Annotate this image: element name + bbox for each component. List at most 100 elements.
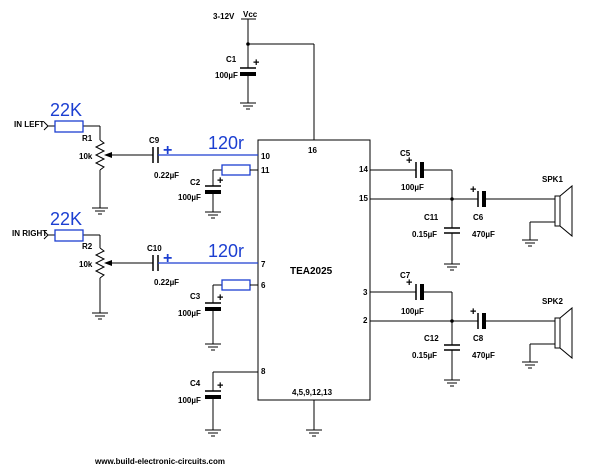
c10-value: 0.22µF <box>154 278 179 287</box>
ic-pin-7: 7 <box>261 260 266 269</box>
svg-text:+: + <box>217 380 223 392</box>
c1-value: 100µF <box>215 71 238 80</box>
r1-value: 10k <box>79 152 93 161</box>
capacitor-c6: + <box>470 184 486 207</box>
output-channel-2: + C7 100µF C12 0.15µF + C8 470µF <box>370 271 573 387</box>
svg-text:+: + <box>470 306 476 318</box>
svg-text:+: + <box>406 155 412 167</box>
c2-name: C2 <box>190 178 201 187</box>
capacitor-c3: + <box>205 292 223 311</box>
capacitor-c1: + <box>240 57 259 76</box>
left-series-resistor-value: 120r <box>208 133 244 153</box>
vcc-label: Vcc <box>243 10 258 19</box>
ic-pin-gnd: 4,5,9,12,13 <box>292 388 333 397</box>
in-right-label: IN RIGHT <box>12 229 47 238</box>
speaker-spk2 <box>554 306 573 360</box>
ic-name: TEA2025 <box>290 266 333 277</box>
ic-pin-15: 15 <box>359 194 368 203</box>
capacitor-c2: + <box>205 175 223 194</box>
ground-symbol <box>444 263 460 271</box>
c5-value: 100µF <box>401 183 424 192</box>
capacitor-c7: + <box>406 277 424 300</box>
ground-symbol <box>306 429 322 437</box>
ic-pin-14: 14 <box>359 165 368 174</box>
right-input-section: IN RIGHT 22K R2 10k C10 0.22µF + 120r <box>12 209 258 351</box>
speaker-spk1 <box>554 184 573 238</box>
ic-tea2025: TEA2025 16 4,5,9,12,13 10 11 7 6 8 14 15… <box>257 139 371 437</box>
c6-value: 470µF <box>472 230 495 239</box>
svg-text:+: + <box>217 292 223 304</box>
capacitor-c12 <box>444 344 460 351</box>
spk2-label: SPK2 <box>542 297 563 306</box>
c10-name: C10 <box>147 244 162 253</box>
c12-value: 0.15µF <box>412 351 437 360</box>
supply-section: 3-12V Vcc + C1 100µF <box>213 10 315 140</box>
ground-symbol <box>205 343 221 351</box>
ic-pin-3: 3 <box>363 288 368 297</box>
c12-name: C12 <box>424 334 439 343</box>
ic-pin-11: 11 <box>261 166 270 175</box>
potentiometer-r2 <box>94 247 106 279</box>
capacitor-c4: + <box>205 380 223 399</box>
c7-value: 100µF <box>401 307 424 316</box>
capacitor-c9 <box>152 147 159 163</box>
c4-section: + C4 100µF <box>178 371 258 437</box>
c8-value: 470µF <box>472 351 495 360</box>
ground-symbol <box>522 361 538 369</box>
svg-text:+: + <box>406 277 412 289</box>
ground-symbol <box>205 429 221 437</box>
in-left-label: IN LEFT <box>14 120 44 129</box>
right-resistor-value: 22K <box>50 209 82 229</box>
ic-pin-10: 10 <box>261 152 270 161</box>
ground-symbol <box>240 102 256 110</box>
spk1-label: SPK1 <box>542 175 563 184</box>
right-resistor-22k <box>54 229 84 242</box>
left-series-resistor <box>221 164 251 176</box>
c11-value: 0.15µF <box>412 230 437 239</box>
plus-marker: + <box>163 142 172 159</box>
left-input-section: IN LEFT 22K R1 10k C9 0.22µF + 120r <box>14 100 258 219</box>
r2-name: R2 <box>82 242 93 251</box>
svg-text:+: + <box>470 184 476 196</box>
left-resistor-22k <box>54 120 84 133</box>
output-channel-1: + C5 100µF C11 0.15µF + C6 470µF <box>370 149 573 271</box>
potentiometer-r1 <box>94 139 106 171</box>
ground-symbol <box>92 312 108 320</box>
c9-value: 0.22µF <box>154 171 179 180</box>
footer-url: www.build-electronic-circuits.com <box>94 457 225 466</box>
ground-symbol <box>92 207 108 215</box>
c8-name: C8 <box>473 334 484 343</box>
supply-voltage-label: 3-12V <box>213 12 235 21</box>
capacitor-c10 <box>152 255 159 271</box>
c5-name: C5 <box>400 149 411 158</box>
svg-text:+: + <box>217 175 223 187</box>
ground-symbol <box>444 379 460 387</box>
right-series-resistor <box>221 279 251 291</box>
c6-name: C6 <box>473 213 484 222</box>
ic-pin-6: 6 <box>261 281 266 290</box>
ic-pin-8: 8 <box>261 367 266 376</box>
capacitor-c5: + <box>406 155 424 178</box>
c1-name: C1 <box>226 55 237 64</box>
ground-symbol <box>205 211 221 219</box>
capacitor-c8: + <box>470 306 486 329</box>
c9-name: C9 <box>149 136 160 145</box>
svg-text:+: + <box>253 57 259 69</box>
r1-name: R1 <box>82 134 93 143</box>
c7-name: C7 <box>400 271 411 280</box>
c3-name: C3 <box>190 292 201 301</box>
plus-marker: + <box>163 250 172 267</box>
r2-value: 10k <box>79 260 93 269</box>
c11-name: C11 <box>424 213 439 222</box>
c4-name: C4 <box>190 379 201 388</box>
ic-pin-2: 2 <box>363 316 368 325</box>
c3-value: 100µF <box>178 309 201 318</box>
right-series-resistor-value: 120r <box>208 241 244 261</box>
capacitor-c11 <box>444 227 460 234</box>
c4-value: 100µF <box>178 396 201 405</box>
ic-pin-16: 16 <box>308 146 317 155</box>
ground-symbol <box>522 239 538 247</box>
c2-value: 100µF <box>178 193 201 202</box>
left-resistor-value: 22K <box>50 100 82 120</box>
